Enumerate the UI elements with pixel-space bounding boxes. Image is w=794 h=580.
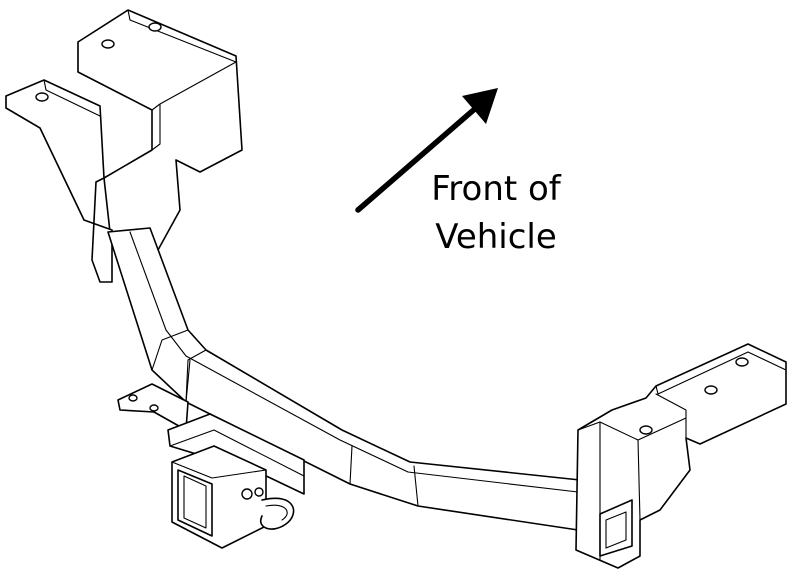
direction-arrow-icon bbox=[355, 91, 495, 213]
front-label-line-2: Vehicle bbox=[435, 217, 557, 257]
pin-hole-icon bbox=[254, 487, 264, 497]
receiver-tube bbox=[171, 445, 295, 549]
bolt-hole-icon bbox=[735, 357, 749, 367]
bolt-hole-icon bbox=[149, 404, 159, 412]
bolt-hole-icon bbox=[148, 22, 162, 32]
bolt-hole-icon bbox=[704, 385, 718, 395]
left-upper-bracket bbox=[77, 9, 243, 251]
bolt-hole-icon bbox=[128, 394, 138, 402]
bolt-hole-icon bbox=[101, 39, 115, 49]
arrowhead-icon bbox=[462, 88, 498, 124]
front-label-line-1: Front of bbox=[431, 169, 561, 209]
pin-hole-icon bbox=[241, 488, 253, 500]
end-cap bbox=[599, 499, 633, 557]
receiver-plate bbox=[167, 413, 305, 495]
bolt-hole-icon bbox=[35, 92, 49, 102]
safety-loop bbox=[259, 497, 295, 530]
left-lower-bracket bbox=[5, 79, 113, 283]
bolt-hole-icon bbox=[639, 425, 653, 435]
right-bracket bbox=[575, 343, 787, 569]
